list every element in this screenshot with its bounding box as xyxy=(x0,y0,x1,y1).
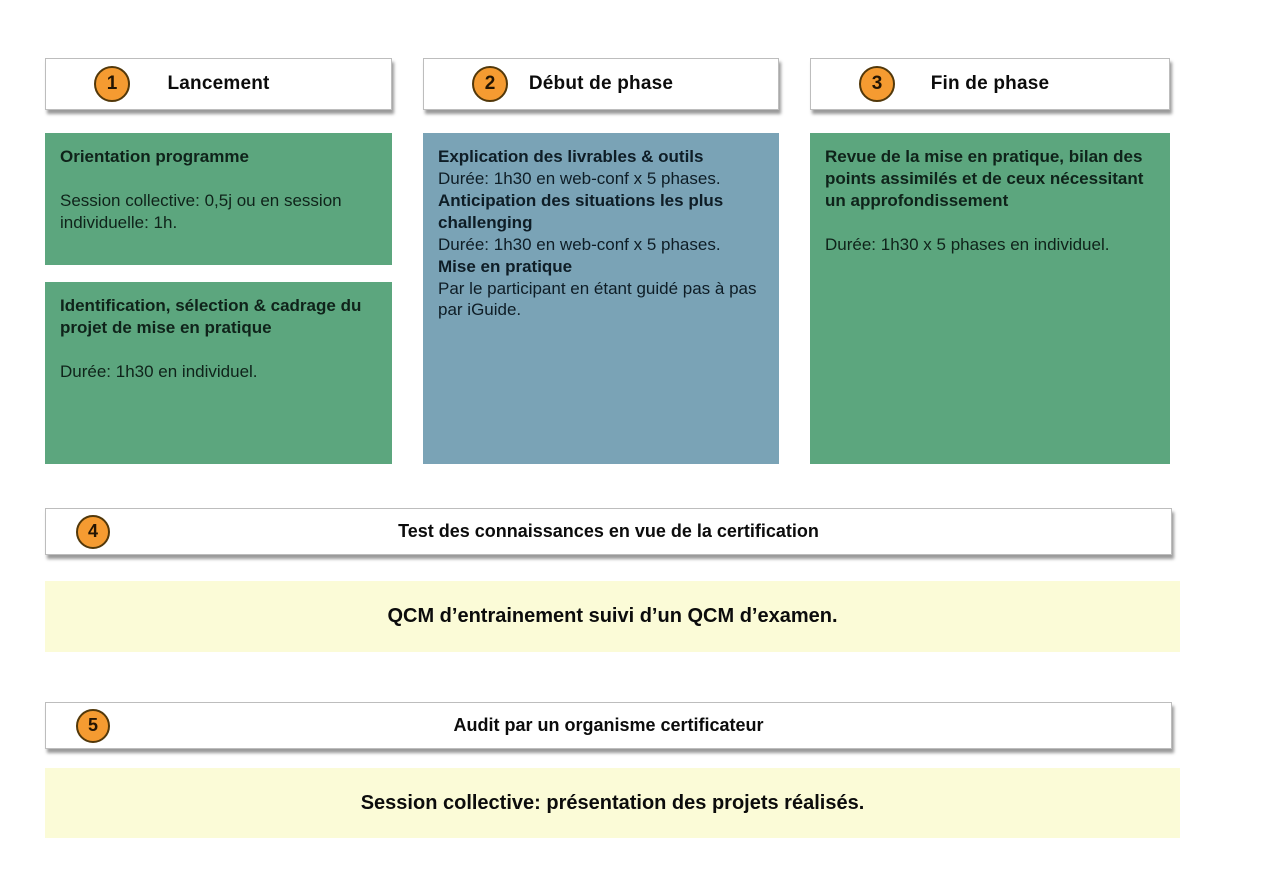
box-heading: Orientation programme xyxy=(60,147,249,166)
note-session-collective: Session collective: présentation des pro… xyxy=(45,768,1180,838)
spacer xyxy=(60,339,377,361)
step-bar-test-connaissances: 4 Test des connaissances en vue de la ce… xyxy=(45,508,1172,555)
step-number-badge: 4 xyxy=(76,514,110,549)
phase-title: Fin de phase xyxy=(930,73,1050,94)
box-heading: Identification, sélection & cadrage du p… xyxy=(60,296,362,337)
phase-header-fin-de-phase: 3 Fin de phase xyxy=(810,58,1170,110)
box-body: Par le participant en étant guidé pas à … xyxy=(438,278,757,320)
step-number-badge: 1 xyxy=(94,66,130,102)
note-qcm: QCM d’entrainement suivi d’un QCM d’exam… xyxy=(45,581,1180,652)
step-title: Audit par un organisme certificateur xyxy=(453,715,764,735)
content-box-debut-de-phase: Explication des livrables & outils Durée… xyxy=(423,133,779,464)
step-title: Test des connaissances en vue de la cert… xyxy=(398,521,819,541)
spacer xyxy=(825,212,1155,234)
spacer xyxy=(60,168,377,190)
box-heading: Anticipation des situations les plus cha… xyxy=(438,190,724,232)
step-bar-audit-certificateur: 5 Audit par un organisme certificateur xyxy=(45,702,1172,749)
content-box-revue-mise-en-pratique: Revue de la mise en pratique, bilan des … xyxy=(810,133,1170,464)
box-body: Durée: 1h30 en individuel. xyxy=(60,361,258,381)
box-heading: Revue de la mise en pratique, bilan des … xyxy=(825,147,1144,210)
phase-header-lancement: 1 Lancement xyxy=(45,58,392,110)
phase-title: Lancement xyxy=(167,73,270,94)
phase-header-debut-de-phase: 2 Début de phase xyxy=(423,58,779,110)
box-body: Durée: 1h30 en web-conf x 5 phases. xyxy=(438,234,721,254)
step-number-badge: 3 xyxy=(859,66,895,102)
content-box-orientation-programme: Orientation programme Session collective… xyxy=(45,133,392,265)
box-body: Durée: 1h30 x 5 phases en individuel. xyxy=(825,234,1110,254)
box-body: Session collective: 0,5j ou en session i… xyxy=(60,190,342,232)
box-body: Durée: 1h30 en web-conf x 5 phases. xyxy=(438,168,721,188)
box-heading: Mise en pratique xyxy=(438,256,573,276)
phase-title: Début de phase xyxy=(528,73,674,94)
content-box-identification-selection: Identification, sélection & cadrage du p… xyxy=(45,282,392,464)
box-heading: Explication des livrables & outils xyxy=(438,147,704,166)
step-number-badge: 5 xyxy=(76,708,110,743)
step-number-badge: 2 xyxy=(472,66,508,102)
